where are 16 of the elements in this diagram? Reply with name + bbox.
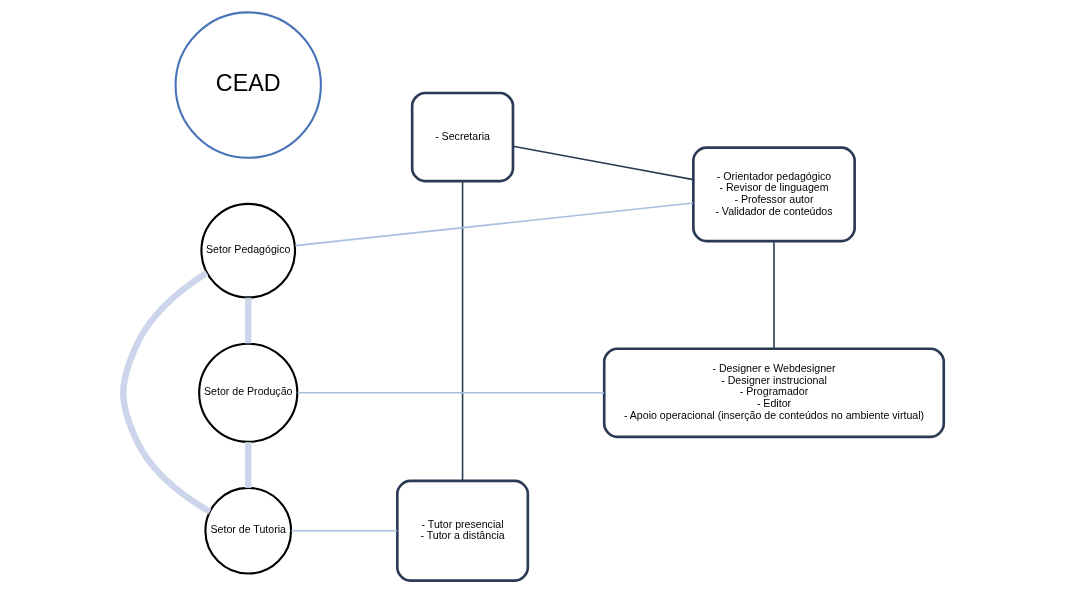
node-box: - Secretaria	[410, 91, 514, 183]
node-box: - Orientador pedagógico - Revisor de linguagem - Professor autor - Validador de conteúdos	[691, 146, 856, 243]
connector	[296, 392, 605, 394]
connector	[772, 240, 775, 350]
connector	[294, 202, 694, 247]
node-circle: Setor Pedagógico	[199, 202, 296, 299]
connector	[119, 270, 211, 515]
connector	[511, 145, 694, 181]
node-box: - Designer e Webdesigner - Designer instrucional - Programador - Editor - Apoio operacional (inserção de conteúdos no ambiente virtual)	[602, 347, 945, 439]
connector	[244, 297, 251, 344]
connector	[289, 529, 398, 532]
node-box: - Tutor presencial - Tutor a distância	[395, 479, 529, 582]
node-circle: Setor de Tutoria	[203, 486, 292, 575]
node-circle: Setor de Produção	[197, 342, 298, 443]
connector	[461, 180, 463, 482]
node-circle: CEAD	[174, 11, 322, 159]
